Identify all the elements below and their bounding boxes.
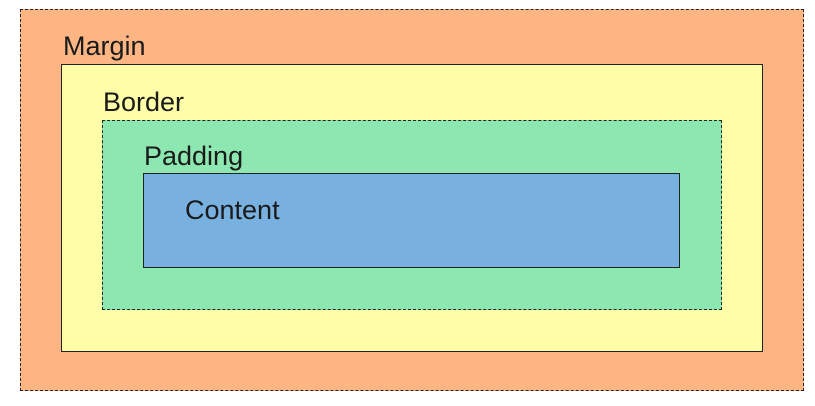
- border-label: Border: [103, 87, 185, 117]
- margin-label: Margin: [63, 31, 146, 61]
- content-box: [143, 173, 680, 268]
- padding-label: Padding: [144, 141, 244, 171]
- content-label: Content: [185, 195, 280, 225]
